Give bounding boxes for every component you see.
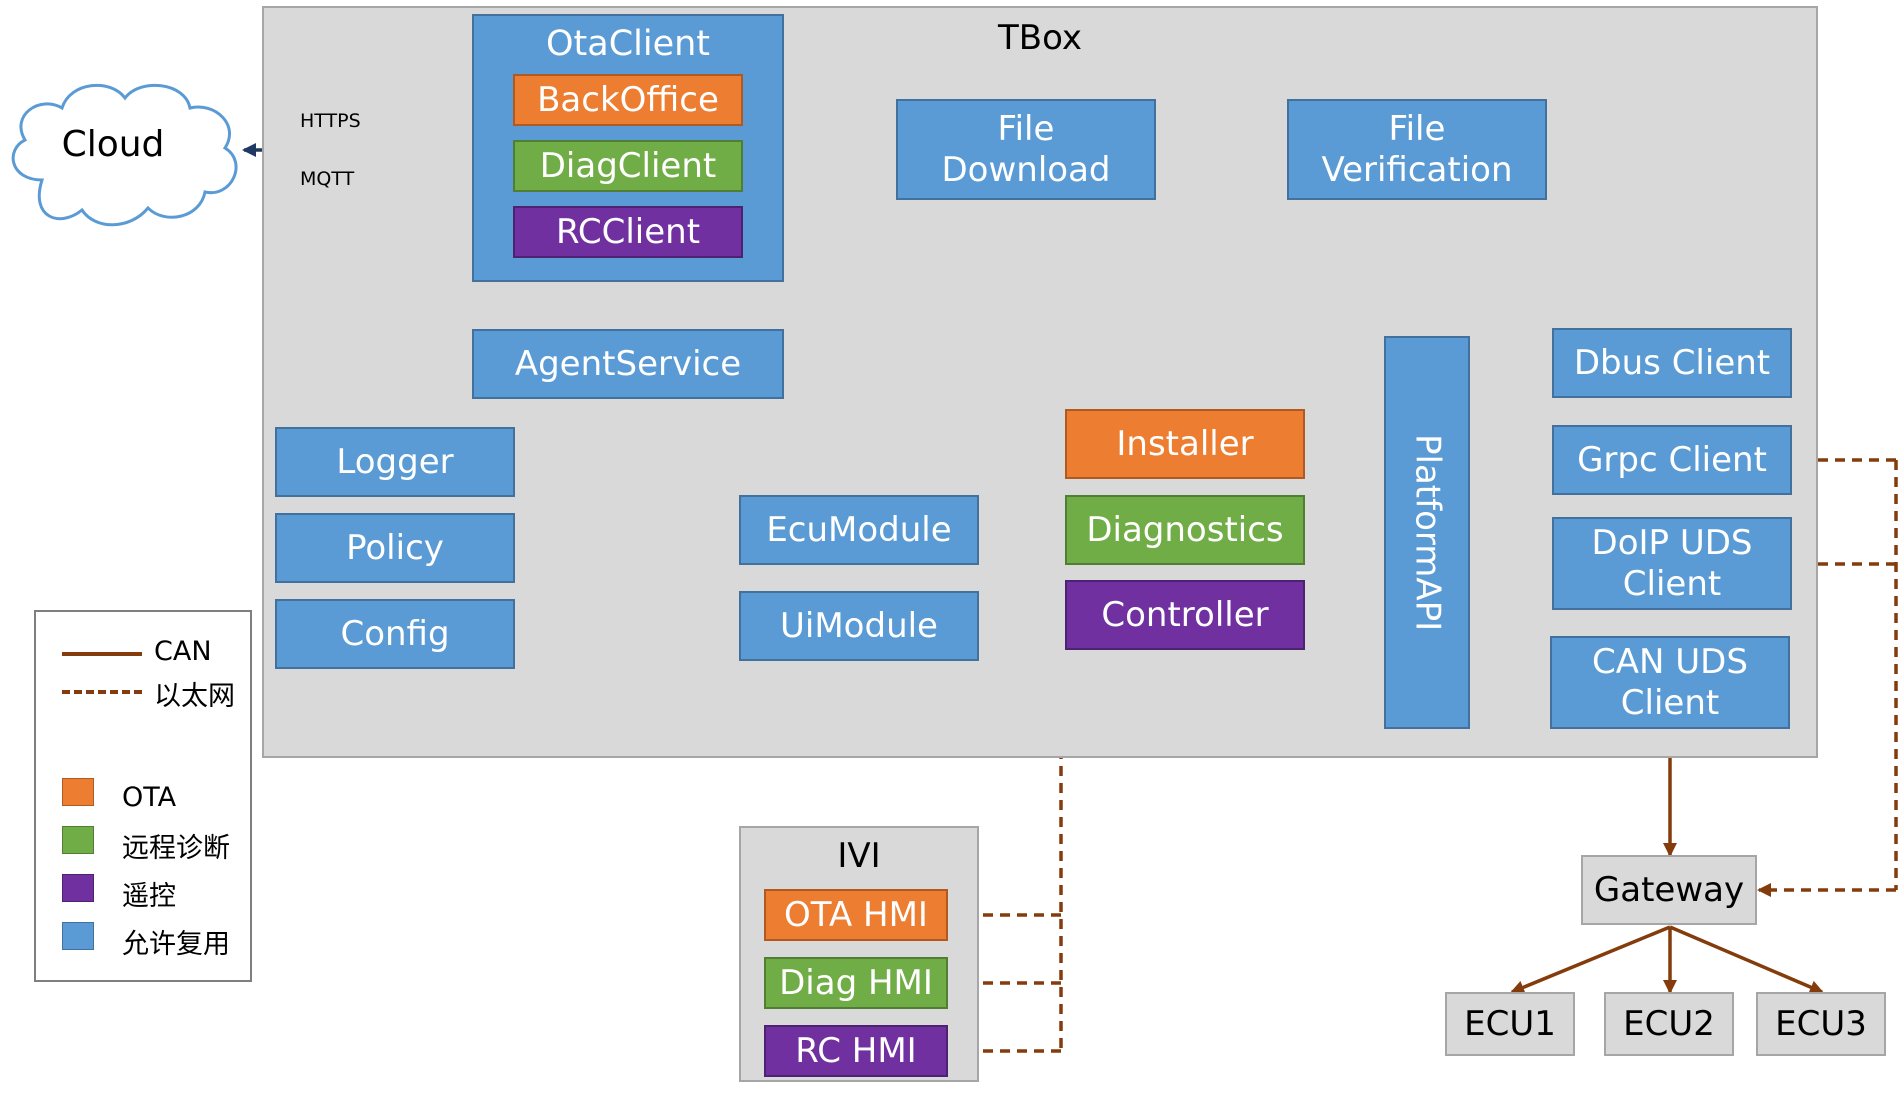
file-download-box: File Download — [896, 99, 1156, 200]
controller-box: Controller — [1065, 580, 1305, 650]
legend-rc-label: 遥控 — [122, 881, 176, 912]
file-verification-box: File Verification — [1287, 99, 1547, 200]
legend-can-label: CAN — [154, 636, 212, 667]
agent-service-box: AgentService — [472, 329, 784, 399]
grpc-client-box: Grpc Client — [1552, 425, 1792, 495]
legend-can-line — [62, 652, 142, 656]
ota-hmi-box: OTA HMI — [764, 889, 948, 941]
platform-api-label: PlatformAPI — [1407, 433, 1448, 632]
gateway-ecu3-link — [1669, 925, 1824, 994]
gateway-ecu1-link — [1510, 925, 1671, 994]
ui-module-box: UiModule — [739, 591, 979, 661]
ecu1-box: ECU1 — [1445, 992, 1575, 1056]
legend-rc-swatch — [62, 874, 94, 902]
legend-diag-label: 远程诊断 — [122, 833, 230, 864]
diag-hmi-box: Diag HMI — [764, 957, 948, 1009]
can-client-box: CAN UDS Client — [1550, 636, 1790, 729]
gateway-box: Gateway — [1581, 855, 1757, 925]
https-label: HTTPS — [300, 110, 361, 132]
legend-ethernet-label: 以太网 — [154, 681, 235, 712]
ecu-module-box: EcuModule — [739, 495, 979, 565]
legend-ota-swatch — [62, 778, 94, 806]
mqtt-label: MQTT — [300, 168, 355, 190]
tbox-title: TBox — [998, 18, 1082, 58]
diagnostics-box: Diagnostics — [1065, 495, 1305, 565]
dbus-client-box: Dbus Client — [1552, 328, 1792, 398]
cloud-shape — [11, 83, 238, 227]
ivi-title: IVI — [837, 836, 881, 876]
legend-ota-label: OTA — [122, 782, 177, 813]
config-box: Config — [275, 599, 515, 669]
legend: CAN 以太网 OTA 远程诊断 遥控 允许复用 — [34, 610, 252, 982]
legend-reuse-label: 允许复用 — [122, 929, 230, 960]
legend-ethernet-line — [62, 690, 142, 694]
rcclient-box: RCClient — [513, 206, 743, 258]
ota-client-title: OtaClient — [545, 24, 711, 64]
policy-box: Policy — [275, 513, 515, 583]
backoffice-box: BackOffice — [513, 74, 743, 126]
diagclient-box: DiagClient — [513, 140, 743, 192]
legend-diag-swatch — [62, 826, 94, 854]
doip-client-box: DoIP UDS Client — [1552, 517, 1792, 610]
logger-box: Logger — [275, 427, 515, 497]
cloud-label: Cloud — [61, 124, 165, 165]
ecu3-box: ECU3 — [1756, 992, 1886, 1056]
rc-hmi-box: RC HMI — [764, 1025, 948, 1077]
installer-box: Installer — [1065, 409, 1305, 479]
legend-reuse-swatch — [62, 922, 94, 950]
platform-api-box: PlatformAPI — [1384, 336, 1470, 729]
ecu2-box: ECU2 — [1604, 992, 1734, 1056]
